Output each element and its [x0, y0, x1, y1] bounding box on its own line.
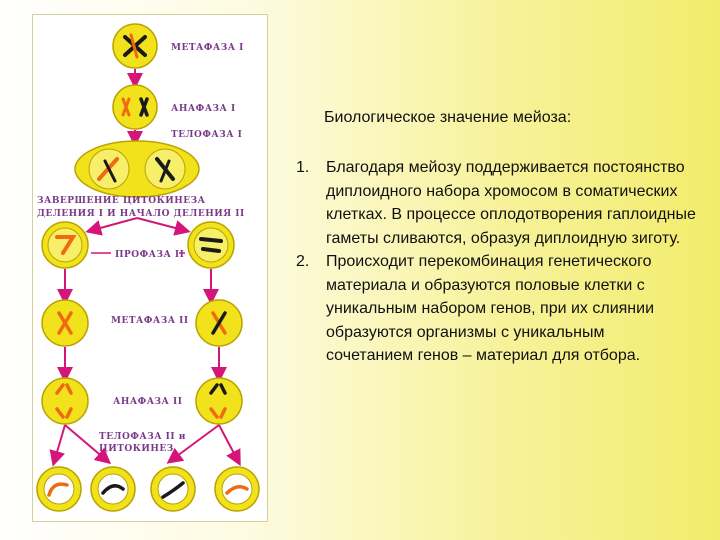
label-metaphase-1: МЕТАФАЗА I	[171, 43, 244, 53]
daughter-cell-3	[150, 466, 196, 512]
cell-anaphase-1	[112, 84, 158, 130]
arrow	[64, 424, 112, 465]
list-item-number: 1.	[296, 159, 310, 176]
label-telophase-2-line-1: ТЕЛОФАЗА II и	[99, 432, 186, 442]
list-item-number: 2.	[296, 253, 310, 270]
daughter-cell-1	[36, 466, 82, 512]
arrow	[218, 424, 241, 467]
cell-prophase-2-right	[187, 221, 235, 269]
cell-prophase-2-left	[41, 221, 89, 269]
daughter-cell-4	[214, 466, 260, 512]
cell-metaphase-1	[112, 23, 158, 69]
meiosis-diagram-svg: МЕТАФАЗА I АНАФАЗА I ТЕЛОФАЗА I ЗАВЕРШЕН…	[36, 23, 260, 512]
arrow	[136, 217, 191, 236]
label-prophase-2: ПРОФАЗА II	[115, 250, 184, 260]
cell-telophase-1	[74, 140, 200, 198]
slide-heading: Биологическое значение мейоза:	[324, 109, 572, 126]
label-anaphase-1: АНАФАЗА I	[171, 104, 236, 114]
daughter-cell-2	[90, 466, 136, 512]
label-cytokinesis-line-2: ДЕЛЕНИЯ I И НАЧАЛО ДЕЛЕНИЯ II	[37, 209, 245, 219]
list-item-text: Происходит перекомбинация генетического …	[326, 253, 654, 364]
arrow	[166, 424, 220, 464]
cell-anaphase-2-left	[41, 377, 89, 425]
arrow	[85, 217, 138, 236]
label-telophase-1: ТЕЛОФАЗА I	[171, 130, 242, 140]
cell-anaphase-2-right	[195, 377, 243, 425]
cell-metaphase-2-right	[195, 299, 243, 347]
list-item: 1. Благодаря мейозу поддерживается посто…	[296, 156, 696, 250]
label-anaphase-2: АНАФАЗА II	[113, 397, 182, 407]
label-metaphase-2: МЕТАФАЗА II	[111, 316, 189, 326]
arrow	[49, 424, 66, 467]
label-telophase-2-line-2: ЦИТОКИНЕЗ	[99, 444, 174, 454]
significance-list: 1. Благодаря мейозу поддерживается посто…	[296, 156, 696, 368]
list-item-text: Благодаря мейозу поддерживается постоянс…	[326, 159, 696, 247]
cell-metaphase-2-left	[41, 299, 89, 347]
meiosis-diagram: МЕТАФАЗА I АНАФАЗА I ТЕЛОФАЗА I ЗАВЕРШЕН…	[32, 14, 268, 522]
label-cytokinesis-line-1: ЗАВЕРШЕНИЕ ЦИТОКИНЕЗА	[37, 196, 206, 206]
list-item: 2. Происходит перекомбинация генетическо…	[296, 250, 696, 368]
